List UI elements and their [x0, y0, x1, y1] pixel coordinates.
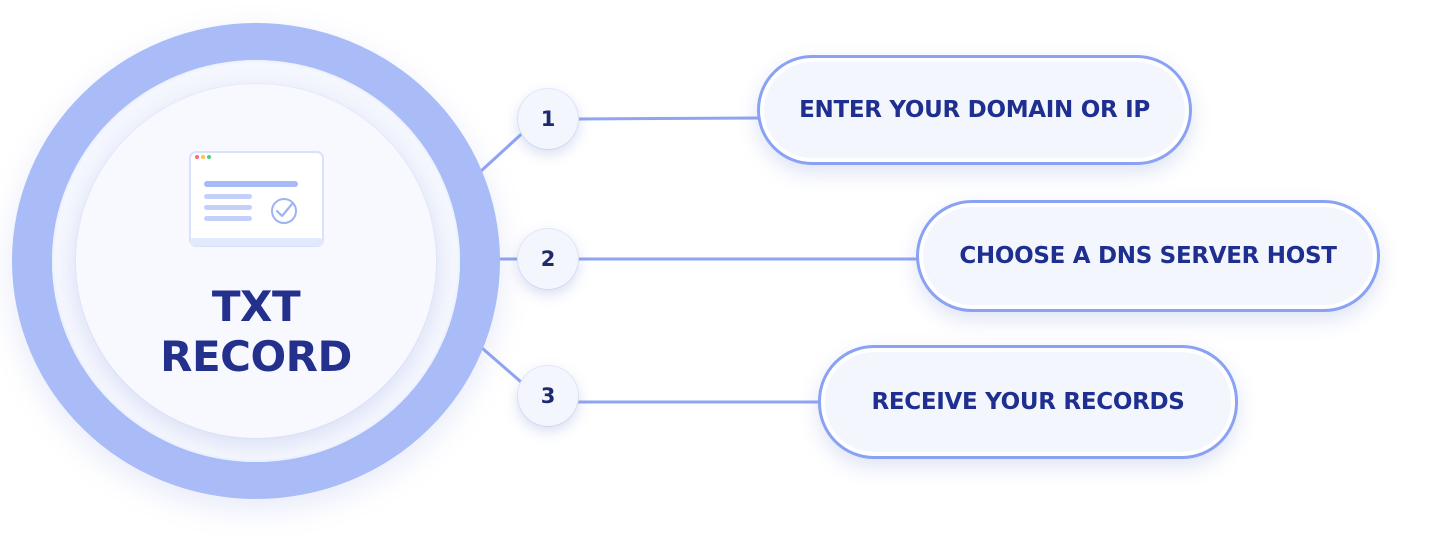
center-title-line-1: TXT: [211, 282, 301, 331]
center-title: TXT RECORD: [106, 282, 406, 382]
center-core-disc: [76, 84, 436, 438]
step-3-label: RECEIVE YOUR RECORDS: [871, 389, 1185, 415]
step-2-label: CHOOSE A DNS SERVER HOST: [959, 243, 1337, 269]
step-3-pill: RECEIVE YOUR RECORDS: [818, 345, 1238, 459]
browser-window-check-icon: [189, 151, 324, 247]
step-3-badge: 3: [518, 366, 578, 426]
connector-step-1-diagonal: [478, 126, 530, 174]
step-1-label: ENTER YOUR DOMAIN OR IP: [799, 97, 1150, 123]
step-2-badge: 2: [518, 229, 578, 289]
step-1-pill: ENTER YOUR DOMAIN OR IP: [757, 55, 1192, 165]
step-2-pill: CHOOSE A DNS SERVER HOST: [916, 200, 1380, 312]
center-title-line-2: RECORD: [160, 332, 352, 381]
step-1-badge: 1: [518, 89, 578, 149]
connector-step-1-horizontal: [576, 116, 763, 121]
